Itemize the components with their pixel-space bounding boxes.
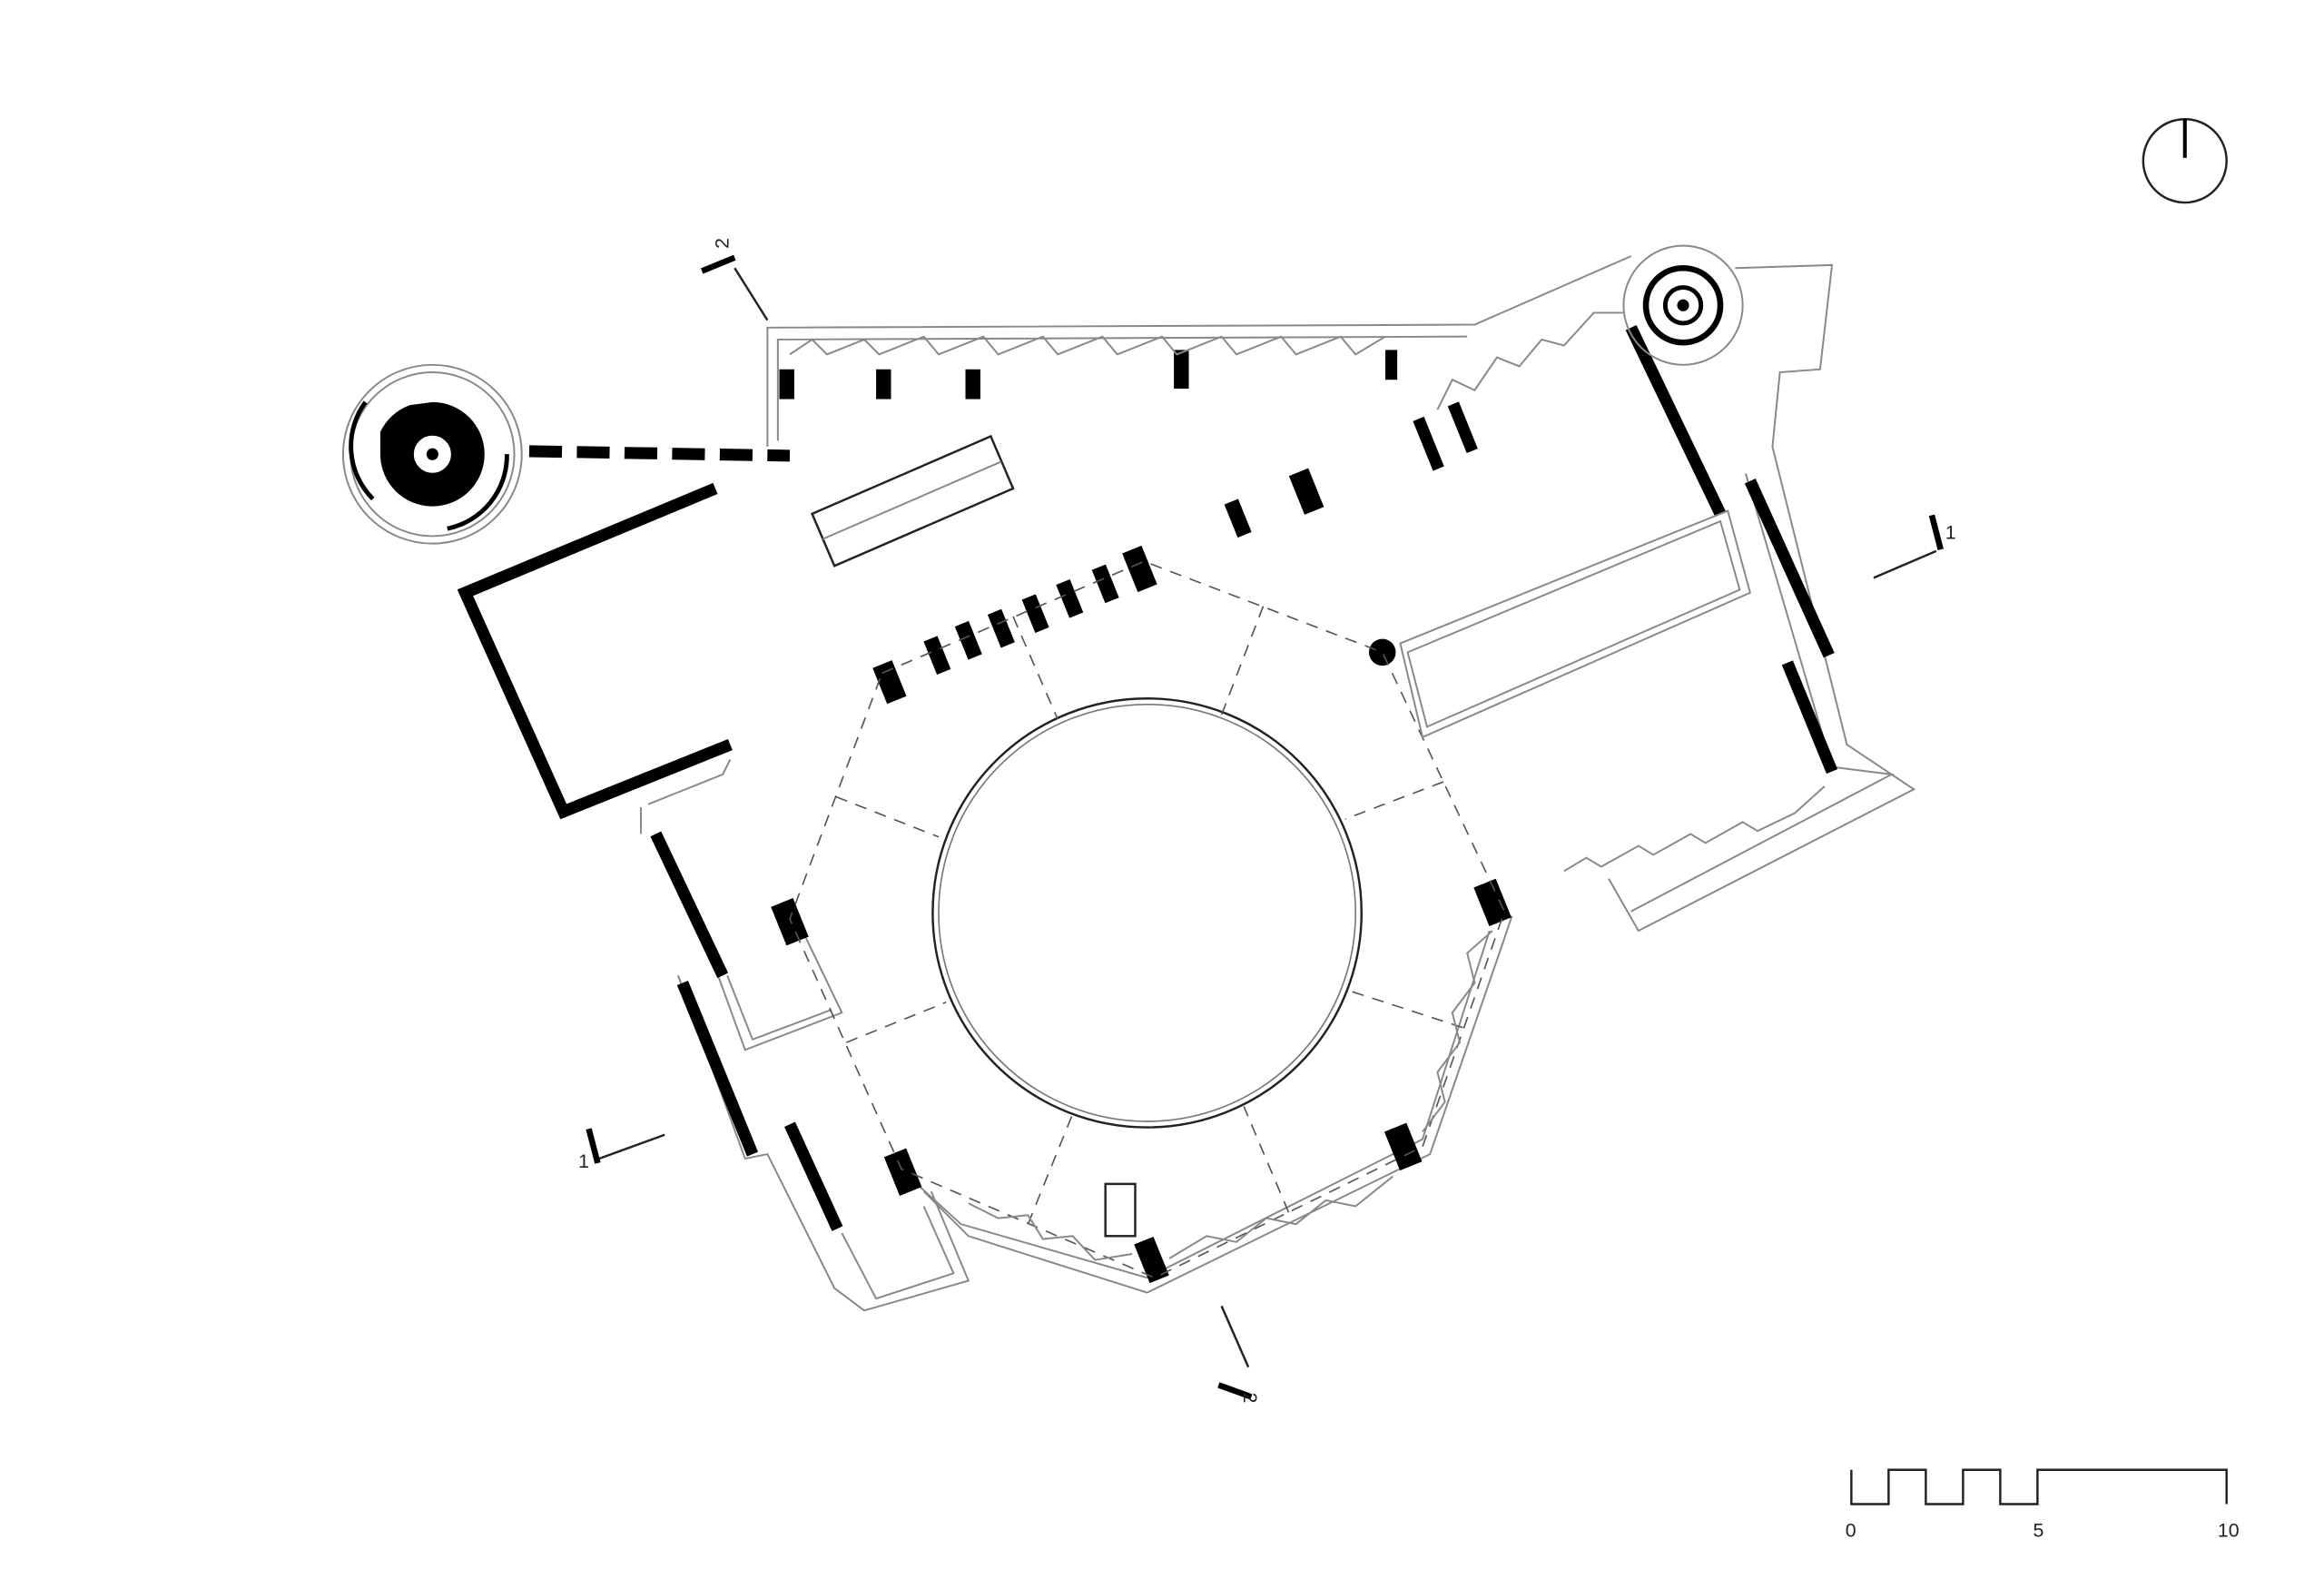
small-stair xyxy=(1104,1182,1137,1238)
central-rotunda xyxy=(789,560,1506,1279)
walls xyxy=(457,324,1838,1231)
section-marker-2-bottom: 2 xyxy=(1217,1305,1261,1404)
columns xyxy=(771,350,1512,1284)
scale-label-0: 0 xyxy=(1846,1520,1856,1542)
scale-label-10: 10 xyxy=(2218,1520,2240,1542)
section-marker-1-right: 1 xyxy=(1873,514,1956,579)
section-label: 2 xyxy=(712,238,734,249)
section-label: 1 xyxy=(1945,522,1956,544)
scale-bar: 0 5 10 xyxy=(1846,1468,2240,1542)
scale-label-5: 5 xyxy=(2033,1520,2043,1542)
facade-fins xyxy=(789,311,1826,1261)
left-stair-tower xyxy=(341,363,523,545)
side-room xyxy=(1399,509,1752,739)
section-marker-2-top: 2 xyxy=(700,238,769,321)
interior-stair xyxy=(810,434,1015,568)
building-outline xyxy=(639,255,1916,1312)
section-label: 2 xyxy=(1239,1393,1261,1404)
north-arrow-icon xyxy=(2142,117,2228,204)
section-label: 1 xyxy=(578,1150,589,1172)
right-stair-tower xyxy=(1622,244,1744,366)
section-marker-1-left: 1 xyxy=(578,1128,665,1172)
